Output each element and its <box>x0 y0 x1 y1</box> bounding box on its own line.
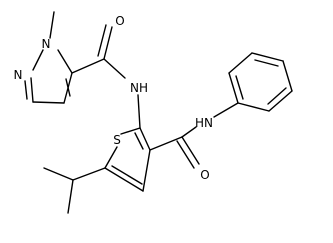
bonds <box>24 11 293 214</box>
bond-thiophene <box>142 149 151 192</box>
bond-carbonyl-double <box>176 140 195 169</box>
bond-isopropyl <box>72 167 106 181</box>
atom-label-pyrazole-n2: N <box>14 68 23 82</box>
bond-phenyl <box>251 52 284 62</box>
atom-label-amide2-nh: HN <box>195 116 213 130</box>
bond-carbonyl-double <box>181 136 200 165</box>
bond-phenyl-double <box>235 75 244 100</box>
bond-pyrazole <box>32 49 44 71</box>
bond-phenyl <box>228 52 253 74</box>
bond-pyrazole <box>30 77 34 103</box>
atom-label-amide1-oxygen: O <box>115 14 124 28</box>
bond-phenyl-double <box>254 59 279 67</box>
bond-isopropyl <box>43 167 74 181</box>
bond-thiophene <box>120 127 141 135</box>
atom-label-thiophene-s: S <box>113 133 121 147</box>
bond-carbonyl-carbon <box>149 136 183 151</box>
bond-thiophene-double <box>111 165 143 185</box>
bond-phenyl <box>282 60 293 92</box>
bond-phenyl <box>237 102 270 112</box>
bond-pyrazole <box>32 101 65 104</box>
atom-label-amide2-oxygen: O <box>200 168 209 182</box>
bond-amide-n <box>181 126 197 138</box>
bond-pyrazole <box>57 49 73 74</box>
atom-labels: N N O NH S HN O <box>14 14 213 182</box>
bond-pyrazole-double <box>24 80 28 100</box>
bond-isopropyl <box>67 179 74 214</box>
bond-amide-n <box>103 58 126 79</box>
bond-n-thiophene <box>137 94 141 129</box>
bond-carbonyl-double <box>97 24 107 57</box>
atom-label-amide1-nh: NH <box>130 81 148 95</box>
bond-carbonyl-double <box>103 26 113 60</box>
atom-label-pyrazole-n1: N <box>42 37 51 51</box>
bond-methyl <box>49 11 55 39</box>
bond-n-phenyl <box>213 102 239 118</box>
bond-thiophene <box>139 127 151 151</box>
bond-thiophene-double <box>134 132 144 150</box>
bond-phenyl <box>228 72 239 104</box>
bond-phenyl-double <box>267 87 287 105</box>
bond-thiophene <box>104 146 118 169</box>
bond-pyrazole-double <box>65 78 71 97</box>
bond-carbonyl-carbon <box>71 58 105 74</box>
bond-thiophene <box>104 167 144 192</box>
bond-phenyl <box>268 90 293 112</box>
